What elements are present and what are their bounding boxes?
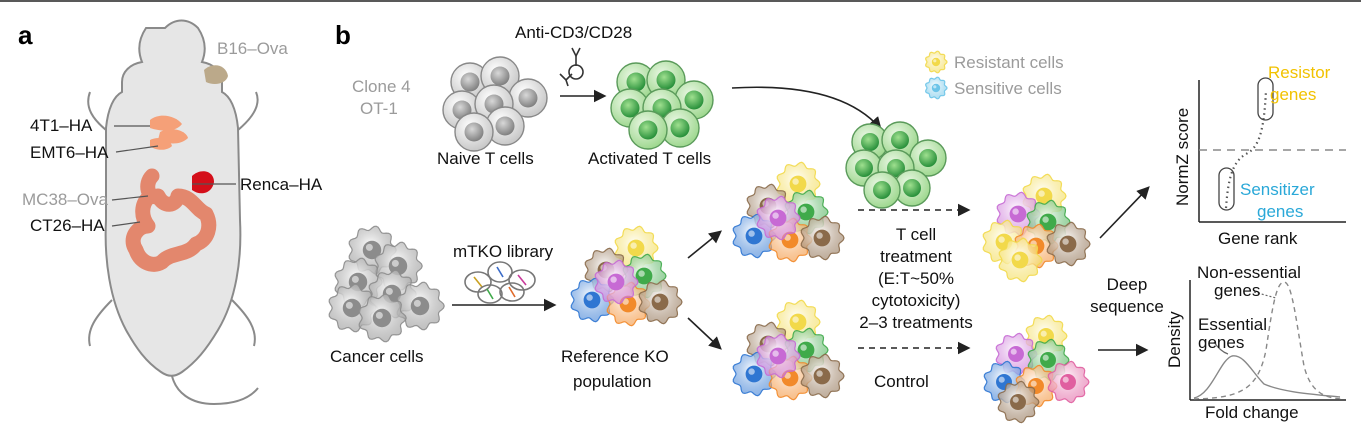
ko-cell bbox=[594, 259, 639, 305]
deep-line1: Deep bbox=[1107, 275, 1148, 294]
control-output-cell bbox=[1047, 360, 1090, 404]
tcell-to-treatment-arrow bbox=[731, 86, 882, 130]
treatment-line5: 2–3 treatments bbox=[859, 313, 972, 332]
reference-label-line1: Reference KO bbox=[561, 347, 669, 366]
naive-cell bbox=[508, 78, 548, 118]
panel-a-label: a bbox=[18, 20, 33, 50]
treatment-line3: (E:T~50% bbox=[878, 269, 954, 288]
legend-sensitive-icon bbox=[925, 76, 948, 100]
nonessential-label-line2: genes bbox=[1214, 281, 1260, 300]
resistor-highlight bbox=[1257, 77, 1274, 121]
ko-cell bbox=[800, 215, 845, 261]
label-b16-ova: B16–Ova bbox=[217, 39, 288, 58]
cancer-cells bbox=[328, 225, 445, 343]
activated-cell bbox=[660, 108, 700, 148]
legend-resistant-label: Resistant cells bbox=[954, 53, 1064, 72]
tumor-b16-ova bbox=[204, 65, 228, 84]
reference-label-line2: population bbox=[573, 372, 651, 391]
density-plot bbox=[1189, 280, 1346, 401]
treated-output-cell bbox=[998, 237, 1043, 283]
treatment-t-cell bbox=[863, 171, 901, 209]
resistor-label-line2: genes bbox=[1270, 85, 1316, 104]
ko-cell bbox=[756, 195, 801, 241]
sensitive-cell-icon bbox=[925, 76, 948, 100]
sensitizer-highlight bbox=[1218, 167, 1235, 211]
tumor-leaders bbox=[111, 125, 236, 227]
screen-treated-input bbox=[732, 161, 845, 263]
control-output-cell bbox=[997, 380, 1040, 424]
seq-arrow-up bbox=[1099, 186, 1150, 239]
screen-control-input bbox=[732, 299, 845, 401]
mouse-silhouette bbox=[87, 19, 259, 406]
cancer-label: Cancer cells bbox=[330, 347, 424, 366]
legend bbox=[925, 50, 948, 100]
treatment-t-cell bbox=[881, 121, 919, 159]
clone-label-line2: OT-1 bbox=[360, 99, 398, 118]
treatment-line1: T cell bbox=[896, 225, 936, 244]
ko-cell bbox=[776, 161, 821, 207]
clone-label-line1: Clone 4 bbox=[352, 77, 411, 96]
essential-curve bbox=[1193, 355, 1341, 399]
treatment-t-cells bbox=[845, 121, 947, 209]
treatment-line4: cytotoxicity) bbox=[872, 291, 961, 310]
legend-resistant-icon bbox=[925, 50, 948, 74]
antibody-icon bbox=[559, 47, 584, 87]
split-arrow-down bbox=[687, 317, 722, 350]
tumor-renca-ha bbox=[192, 171, 214, 194]
density-xlabel: Fold change bbox=[1205, 403, 1299, 422]
naive-cell bbox=[454, 112, 494, 152]
library-label: mTKO library bbox=[453, 242, 554, 261]
activated-t-cells bbox=[610, 60, 714, 150]
sensitizer-label-line2: genes bbox=[1257, 202, 1303, 221]
naive-t-cells bbox=[442, 56, 548, 152]
essential-label-line1: Essential bbox=[1198, 315, 1267, 334]
naive-label: Naive T cells bbox=[437, 149, 534, 168]
label-4t1-ha: 4T1–HA bbox=[30, 116, 93, 135]
legend-sensitive-label: Sensitive cells bbox=[954, 79, 1062, 98]
label-mc38-ova: MC38–Ova bbox=[22, 190, 109, 209]
essential-label-line2: genes bbox=[1198, 333, 1244, 352]
label-renca-ha: Renca–HA bbox=[240, 175, 323, 194]
panel-b-label: b bbox=[335, 20, 351, 50]
ko-cell bbox=[638, 279, 683, 325]
ko-cell bbox=[800, 353, 845, 399]
treated-output-cell bbox=[1046, 221, 1091, 267]
density-ylabel: Density bbox=[1165, 311, 1184, 368]
label-emt6-ha: EMT6–HA bbox=[30, 143, 109, 162]
control-label: Control bbox=[874, 372, 929, 391]
screen-control-output bbox=[983, 314, 1090, 424]
stimulus-label: Anti-CD3/CD28 bbox=[515, 23, 632, 42]
essential-leader bbox=[1213, 341, 1229, 355]
split-arrow-up bbox=[687, 230, 722, 259]
treatment-line2: treatment bbox=[880, 247, 952, 266]
activated-cell bbox=[628, 110, 668, 150]
sensitizer-label-line1: Sensitizer bbox=[1240, 180, 1315, 199]
normz-ylabel: NormZ score bbox=[1173, 108, 1192, 206]
activated-label: Activated T cells bbox=[588, 149, 711, 168]
reference-ko-population bbox=[570, 225, 683, 327]
label-ct26-ha: CT26–HA bbox=[30, 216, 105, 235]
deep-line2: sequence bbox=[1090, 297, 1164, 316]
cancer-cell bbox=[358, 293, 407, 343]
normz-xlabel: Gene rank bbox=[1218, 229, 1298, 248]
tumor-mc38-ct26 bbox=[125, 168, 217, 272]
nonessential-label-line1: Non-essential bbox=[1197, 263, 1301, 282]
ko-cell bbox=[756, 333, 801, 379]
resistor-label-line1: Resistor bbox=[1268, 63, 1331, 82]
library-plasmids-icon bbox=[464, 261, 536, 304]
screen-treated-output bbox=[982, 173, 1091, 283]
resistant-cell-icon bbox=[925, 50, 948, 74]
normz-plot bbox=[1198, 77, 1346, 223]
